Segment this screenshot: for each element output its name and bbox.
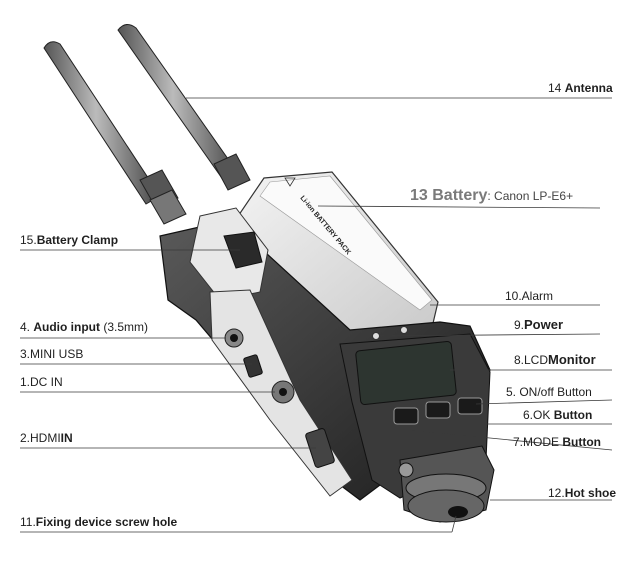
callout-battery-clamp: 15.Battery Clamp bbox=[20, 233, 119, 247]
callout-ok-button: 6.OK Button bbox=[523, 408, 593, 422]
callout-hdmi-in: 2.HDMIIN bbox=[20, 431, 73, 445]
callout-lcd-monitor: 8.LCDMonitor bbox=[514, 352, 596, 368]
fixing-screw-hole bbox=[448, 506, 468, 518]
antenna-right bbox=[117, 24, 251, 191]
callout-fixing-screw-hole: 11.Fixing device screw hole bbox=[20, 515, 178, 529]
callout-on-off-button: 5. ON/off Button bbox=[506, 385, 592, 399]
mini-usb-port bbox=[243, 354, 263, 378]
mode-button bbox=[393, 407, 419, 425]
antenna-left bbox=[43, 41, 187, 225]
callout-antenna: 14 Antenna bbox=[548, 81, 613, 95]
lcd-monitor bbox=[355, 341, 457, 405]
on-off-button bbox=[457, 397, 483, 415]
leader-lines bbox=[20, 97, 613, 533]
callout-battery: 13 Battery: Canon LP-E6+ bbox=[410, 187, 574, 204]
battery-pack: Li-ion BATTERY PACK bbox=[229, 171, 439, 343]
callout-dc-in: 1.DC IN bbox=[20, 375, 63, 389]
alarm-led bbox=[400, 326, 408, 334]
ok-button bbox=[425, 401, 451, 419]
callout-mode-button: 7.MODE Button bbox=[513, 435, 601, 449]
callout-mini-usb: 3.MINI USB bbox=[20, 347, 84, 361]
callout-hot-shoe: 12.Hot shoe bbox=[548, 486, 617, 500]
hdmi-port bbox=[305, 428, 335, 468]
callout-audio-input: 4. Audio input (3.5mm) bbox=[20, 320, 148, 334]
callout-power: 9.Power bbox=[514, 317, 564, 333]
hot-shoe bbox=[398, 445, 495, 523]
callout-alarm: 10.Alarm bbox=[505, 289, 554, 303]
power-led bbox=[372, 332, 380, 340]
